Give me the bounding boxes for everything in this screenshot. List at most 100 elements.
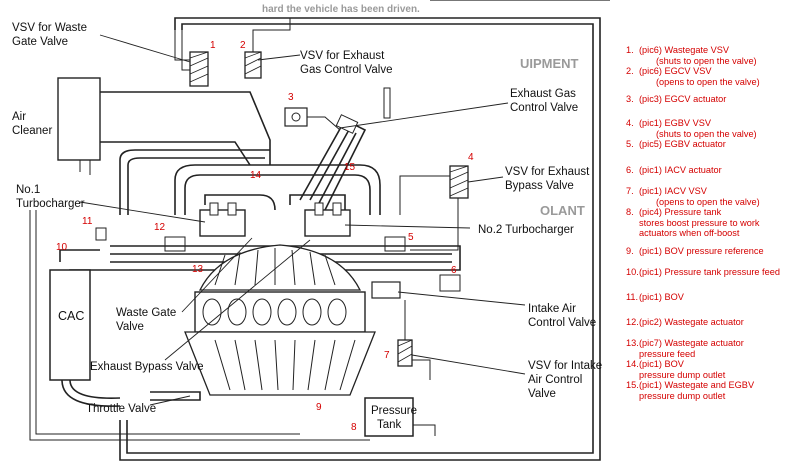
legend-text: (pic3) EGCV actuator — [639, 94, 727, 104]
legend-text: (pic7) Wastegate actuator — [639, 338, 744, 348]
callout-12: 12 — [154, 222, 166, 233]
callout-2: 2 — [240, 40, 246, 51]
legend-number: 3. — [626, 94, 634, 104]
label-no2-turbo: No.2 Turbocharger — [478, 224, 574, 236]
legend-item: 2. (pic6) EGCV VSV(opens to open the valv… — [612, 66, 808, 88]
legend-text: (pic1) IACV VSV — [639, 186, 707, 196]
label-vsv-intake-air-3: Valve — [528, 388, 556, 400]
legend-subtext: (shuts to open the valve) — [656, 128, 757, 139]
component-labels: VSV for Waste Gate Valve VSV for Exhaust… — [12, 22, 602, 431]
legend-number: 4. — [626, 118, 634, 128]
legend-item: 1. (pic6) Wastegate VSV(shuts to open the… — [612, 45, 808, 67]
label-vsv-exhaust-gas-2: Gas Control Valve — [300, 64, 392, 76]
legend-item: 10.(pic1) Pressure tank pressure feed — [612, 267, 808, 278]
callout-3: 3 — [288, 92, 294, 103]
legend-item: 3. (pic3) EGCV actuator — [612, 94, 808, 105]
legend-text: (pic1) BOV — [639, 359, 684, 369]
vsv-waste-gate — [174, 30, 209, 87]
bg-text-2: UIPMENT — [520, 56, 579, 71]
callout-11: 11 — [82, 216, 93, 227]
label-vsv-intake-air-1: VSV for Intake — [528, 360, 602, 372]
legend-text: (pic6) Wastegate VSV — [639, 45, 730, 55]
engine-block — [150, 244, 376, 401]
legend-item: 5. (pic5) EGBV actuator — [612, 139, 808, 150]
legend-item: 12.(pic2) Wastegate actuator — [612, 317, 808, 328]
charge-air-cooler — [49, 269, 121, 407]
leader-lines — [79, 34, 526, 406]
legend-text: (pic1) BOV — [639, 292, 684, 302]
label-pressure-tank-1: Pressure — [371, 405, 417, 417]
callout-4: 4 — [468, 152, 474, 163]
label-waste-gate-valve-2: Valve — [116, 321, 144, 333]
bg-text-1: hard the vehicle has been driven. — [262, 4, 420, 15]
callout-7: 7 — [384, 350, 390, 361]
callout-15: 15 — [344, 162, 356, 173]
legend-number: 14. — [626, 359, 639, 369]
callout-1: 1 — [210, 40, 216, 51]
callout-14: 14 — [250, 170, 262, 181]
legend-number: 10. — [626, 267, 639, 277]
turbo-system-diagram: hard the vehicle has been driven. UIPMEN… — [12, 0, 610, 461]
legend-item: 6. (pic1) IACV actuator — [612, 165, 808, 176]
legend-number: 5. — [626, 139, 634, 149]
egcv-actuator — [284, 87, 391, 131]
legend-subtext: pressure feed — [639, 348, 696, 359]
label-vsv-intake-air-2: Air Control — [528, 374, 582, 386]
turbochargers — [95, 202, 406, 252]
bg-text-3: OLANT — [540, 203, 585, 218]
callout-13: 13 — [192, 264, 204, 275]
label-vsv-exhaust-gas-1: VSV for Exhaust — [300, 50, 385, 62]
legend-subtext: stores boost pressure to work — [639, 217, 760, 228]
legend-text: (pic4) Pressure tank — [639, 207, 722, 217]
legend-subtext: (opens to open the valve) — [656, 196, 760, 207]
legend-text: (pic1) IACV actuator — [639, 165, 722, 175]
legend-subtext: pressure dump outlet — [639, 369, 726, 380]
legend-subtext: (opens to open the valve) — [656, 76, 760, 87]
label-pressure-tank-2: Tank — [377, 419, 402, 431]
legend-text: (pic1) Wastegate and EGBV — [639, 380, 755, 390]
label-vsv-exhaust-bypass-1: VSV for Exhaust — [505, 166, 590, 178]
vsv-exhaust-gas-control — [244, 18, 291, 79]
vsv-intake-air-control — [397, 300, 431, 380]
air-cleaner — [57, 77, 271, 175]
label-exhaust-bypass-valve: Exhaust Bypass Valve — [90, 361, 204, 373]
legend-number: 15. — [626, 380, 639, 390]
label-intake-air-control-2: Control Valve — [528, 317, 596, 329]
label-vsv-exhaust-bypass-2: Bypass Valve — [505, 180, 574, 192]
label-no1-turbo-2: Turbocharger — [16, 198, 85, 210]
pressure-tank — [364, 397, 436, 437]
outer-hoses — [29, 17, 601, 461]
legend-item: 11.(pic1) BOV — [612, 292, 808, 303]
legend-text: (pic1) BOV pressure reference — [639, 246, 764, 256]
legend-number: 12. — [626, 317, 639, 327]
legend-text: (pic1) EGBV VSV — [639, 118, 711, 128]
exhaust-manifold — [119, 149, 381, 215]
legend-item: 4. (pic1) EGBV VSV(shuts to open the valv… — [612, 118, 808, 140]
legend-number: 1. — [626, 45, 634, 55]
legend-number: 8. — [626, 207, 634, 217]
legend-text: (pic5) EGBV actuator — [639, 139, 726, 149]
label-cac: CAC — [58, 309, 84, 323]
legend-text: (pic6) EGCV VSV — [639, 66, 712, 76]
callout-8: 8 — [351, 422, 357, 433]
label-egcv-1: Exhaust Gas — [510, 88, 576, 100]
legend-number: 9. — [626, 246, 634, 256]
legend-subtext: (shuts to open the valve) — [656, 55, 757, 66]
callout-5: 5 — [408, 232, 414, 243]
legend-number: 6. — [626, 165, 634, 175]
callout-numbers: 1 2 3 4 5 6 7 8 9 10 11 12 13 14 15 — [56, 40, 474, 433]
callout-9: 9 — [316, 402, 322, 413]
legend-number: 7. — [626, 186, 634, 196]
exhaust-gas-control-valve — [299, 114, 367, 211]
legend-item: 9. (pic1) BOV pressure reference — [612, 246, 808, 257]
legend-subtext: pressure dump outlet — [639, 390, 726, 401]
callout-6: 6 — [451, 265, 457, 276]
label-air-cleaner-2: Cleaner — [12, 125, 52, 137]
label-intake-air-control-1: Intake Air — [528, 303, 576, 315]
label-waste-gate-valve-1: Waste Gate — [116, 307, 176, 319]
legend-number: 2. — [626, 66, 634, 76]
